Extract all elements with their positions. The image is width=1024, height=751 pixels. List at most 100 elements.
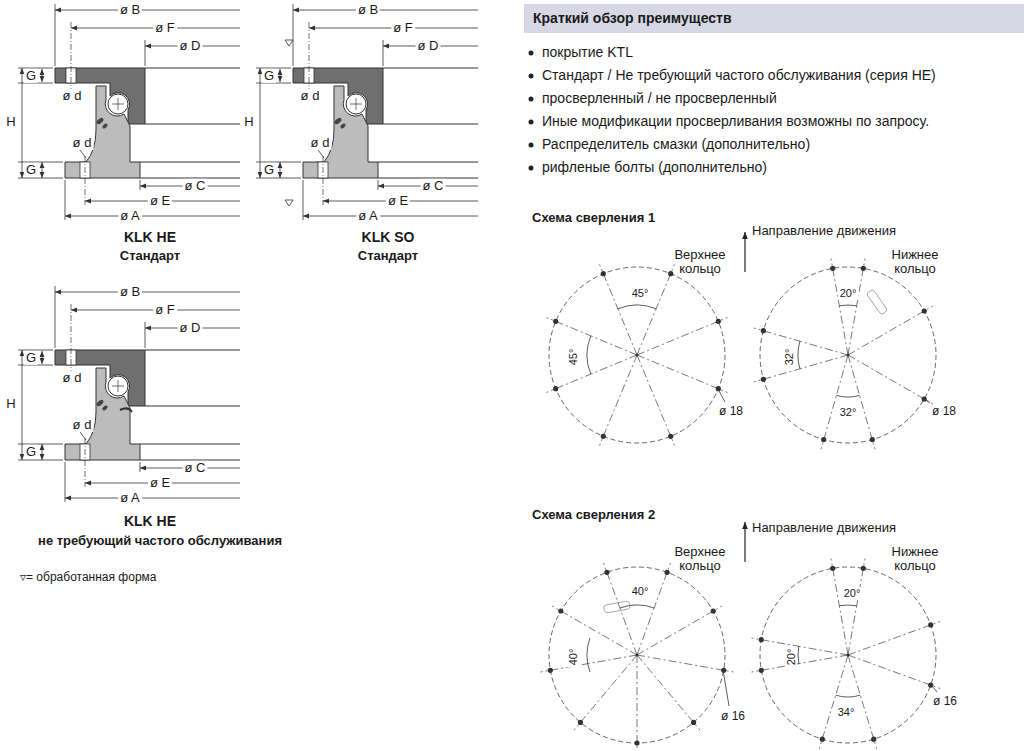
dimension-label: ø F — [153, 303, 177, 317]
bolt-hole — [861, 266, 866, 271]
radial-line — [637, 355, 675, 446]
dimension-label: H — [4, 397, 17, 411]
bullet-dots — [529, 51, 534, 171]
dimension-label: ø B — [118, 3, 142, 17]
cross-section — [18, 286, 240, 502]
radial-line — [574, 655, 637, 730]
bolt-hole — [553, 319, 558, 324]
bolt-hole — [870, 437, 875, 442]
bolt-hole — [928, 622, 933, 627]
bolt-hole — [634, 740, 639, 745]
angle-arc — [798, 646, 800, 663]
dimension-label: ø d — [299, 89, 322, 103]
angle-label: 40° — [630, 585, 651, 597]
angle-arc — [839, 305, 856, 307]
hole-diameter: ø 18 — [930, 405, 958, 418]
radial-line — [637, 655, 638, 751]
leader-line — [924, 399, 930, 403]
radial-line — [848, 655, 940, 689]
radial-line — [637, 563, 671, 655]
angle-arc — [798, 341, 800, 369]
radial-line — [848, 355, 875, 449]
drilling-schemes — [541, 259, 941, 751]
bolt-hole — [668, 271, 673, 276]
scheme-heading: Схема сверления 2 — [532, 508, 655, 522]
bolt-hole — [759, 668, 764, 673]
dimension-label: ø B — [118, 285, 142, 299]
bolt-hole — [691, 720, 696, 725]
bolt-hole — [558, 608, 563, 613]
dimension-label: ø D — [178, 321, 203, 335]
bolt-hole — [761, 377, 766, 382]
bullet-text: просверленный / не просверленный — [542, 91, 777, 106]
bolt-hole — [759, 637, 764, 642]
dimension-label: G — [24, 445, 38, 459]
center-point — [847, 354, 850, 357]
dimension-label: ø A — [118, 209, 142, 223]
radial-line — [547, 355, 638, 393]
header-text: Краткий обзор преимуществ — [524, 4, 1024, 33]
leader-line — [718, 389, 725, 402]
radial-line — [848, 655, 877, 749]
bullet-text: рифленые болты (дополнительно) — [542, 160, 767, 175]
angle-label: 32° — [783, 347, 795, 368]
radial-line — [637, 318, 728, 356]
dimension-label: ø E — [386, 194, 410, 208]
dimension-label: ø B — [356, 3, 380, 17]
note: ▿= обработанная форма — [20, 571, 156, 584]
hole-diameter: ø 18 — [717, 405, 745, 418]
angle-arc — [836, 395, 859, 397]
angle-arc — [618, 305, 656, 309]
bolt-hole — [716, 386, 721, 391]
radial-line — [848, 259, 865, 356]
cross-section — [256, 4, 478, 220]
bolt-circle — [760, 267, 936, 443]
bullet-text: покрытие KTL — [542, 45, 633, 60]
dimension-label: G — [24, 68, 38, 82]
dimension-label: G — [262, 68, 276, 82]
bolt-hole — [604, 570, 609, 575]
bullet-text: Распределитель смазки (дополнительно) — [542, 137, 810, 152]
dimension-label: ø A — [118, 491, 142, 505]
dimension-label: H — [4, 115, 17, 129]
radial-line — [848, 559, 865, 656]
dimension-label: G — [24, 350, 38, 364]
model-title: Стандарт — [358, 249, 418, 263]
seal-hook — [120, 408, 132, 412]
bolt-hole — [821, 437, 826, 442]
model-title: KLK HE — [124, 230, 176, 245]
bolt-hole — [601, 271, 606, 276]
angle-label: 20° — [838, 287, 859, 299]
hole-diameter: ø 16 — [719, 710, 747, 723]
bolt-hole — [548, 668, 553, 673]
angle-arc — [587, 638, 590, 672]
radial-line — [754, 355, 848, 382]
angle-arc — [620, 605, 654, 608]
ring-label: Верхнее кольцо — [660, 545, 740, 574]
center-point — [636, 654, 639, 657]
bolt-hole — [665, 570, 670, 575]
bolt-hole — [761, 328, 766, 333]
bolt-hole — [830, 266, 835, 271]
dimension-label: ø d — [309, 136, 332, 150]
center-point — [636, 354, 639, 357]
radial-line — [754, 328, 848, 355]
dimension-label: ø d — [61, 89, 84, 103]
direction-label: Направление движения — [752, 521, 896, 535]
model-title: не требующий частого обслуживания — [38, 534, 282, 548]
model-title: Стандарт — [120, 249, 180, 263]
radial-line — [752, 638, 849, 655]
dimension-label: ø E — [148, 194, 172, 208]
radial-line — [752, 655, 849, 672]
dimension-label: H — [242, 115, 255, 129]
bolt-hole — [820, 737, 825, 742]
dimension-label: ø d — [71, 136, 94, 150]
dimension-label: ø D — [416, 39, 441, 53]
grease-nipple — [866, 289, 887, 315]
dimension-label: G — [24, 163, 38, 177]
bolt-hole — [553, 386, 558, 391]
direction-label: Направление движения — [752, 224, 896, 238]
radial-line — [848, 355, 933, 404]
cross-section — [18, 4, 240, 220]
angle-arc — [839, 605, 856, 607]
